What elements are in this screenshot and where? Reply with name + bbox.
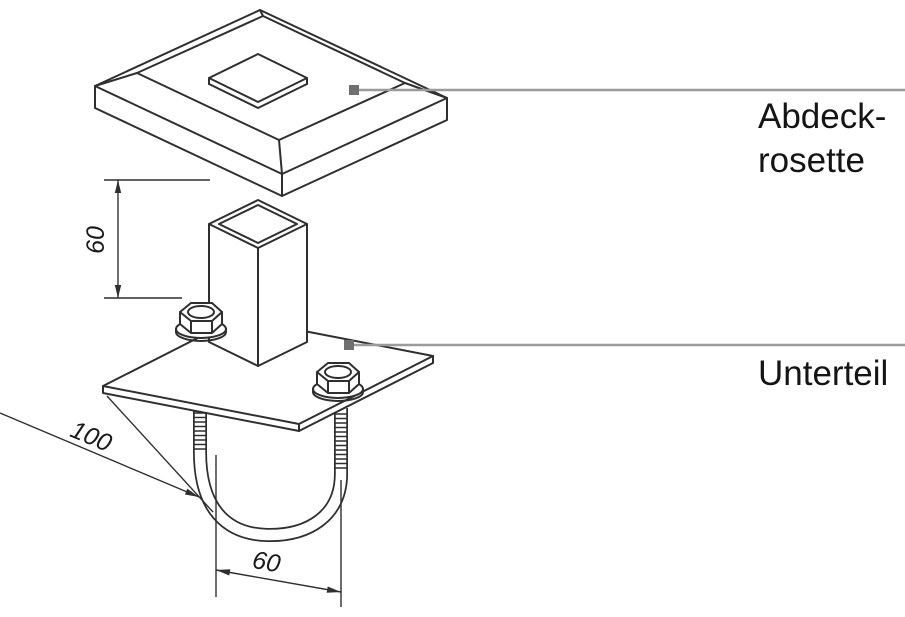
square-tube-drawing [208, 199, 308, 367]
u-bolt-threads [193, 412, 348, 469]
dimension-value-tube-height: 60 [82, 226, 110, 254]
rosette-square-hole [208, 53, 308, 109]
dimension-bolt-spacing: 60 [215, 455, 342, 607]
dimension-value-bolt-spacing: 60 [250, 546, 282, 578]
u-bolt-thread-left [193, 412, 207, 450]
label-cover-rosette-line2: rosette [758, 141, 865, 180]
leader-line-lower-part [344, 340, 905, 350]
arrowhead-right-down [184, 488, 199, 497]
dimension-tube-height: 60 [82, 179, 210, 299]
u-bolt-drawing [193, 396, 348, 543]
nut-chamfer-left [187, 305, 215, 319]
arrowhead-right [326, 586, 341, 593]
cover-rosette-drawing [94, 9, 448, 197]
u-bolt-thread-right [334, 413, 348, 469]
hex-nut-left [175, 302, 227, 342]
hex-nut-right [312, 362, 364, 402]
leader-marker-square [349, 85, 359, 95]
arrowhead-left [216, 569, 231, 576]
arrowhead-down [114, 285, 122, 298]
leader-marker-square [344, 340, 354, 350]
dimension-plate-width: 100 [0, 395, 214, 513]
label-cover-rosette-line1: Abdeck- [758, 97, 886, 136]
nut-chamfer-right [324, 365, 352, 379]
leader-line-cover-rosette [349, 85, 905, 95]
label-lower-part: Unterteil [758, 354, 888, 393]
arrowhead-up [114, 180, 122, 193]
dimension-value-plate-width: 100 [66, 416, 115, 458]
